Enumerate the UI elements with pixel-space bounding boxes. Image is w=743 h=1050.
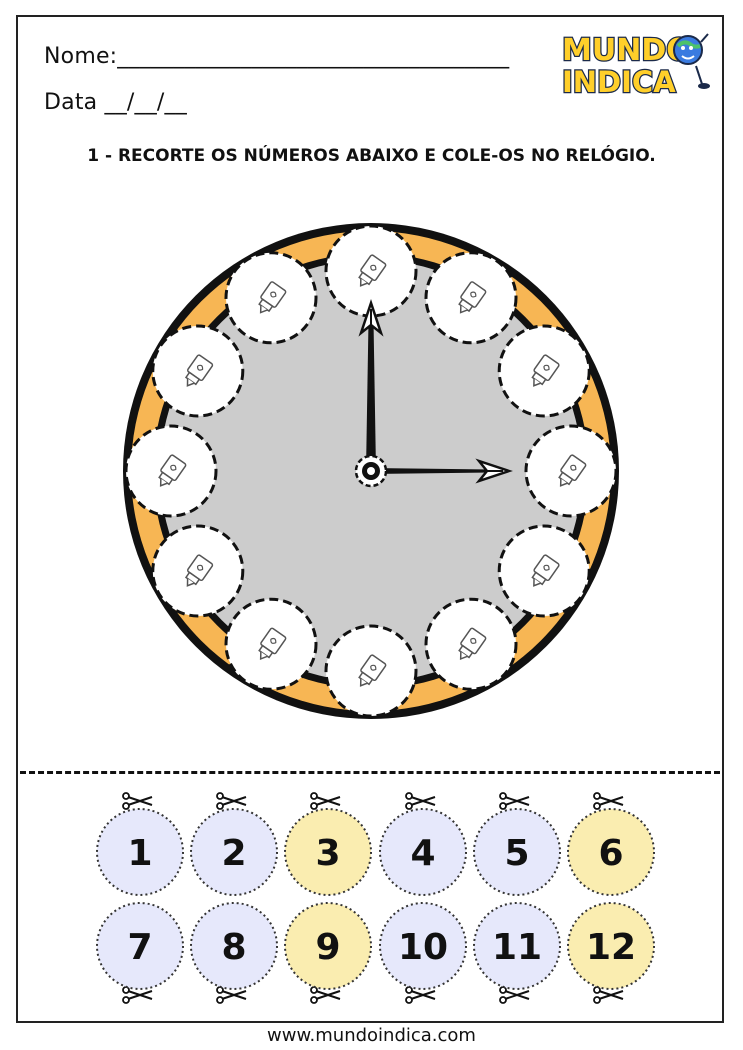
instruction-text: 1 - RECORTE OS NÚMEROS ABAIXO E COLE-OS … (87, 146, 656, 166)
clock-number-slot[interactable] (497, 524, 591, 618)
number-cutout-9[interactable]: 9 (284, 902, 372, 990)
scissors-icon (499, 986, 530, 1004)
glue-stick-icon (531, 554, 560, 587)
scissors-icon (122, 792, 153, 810)
clock-number-slot[interactable] (524, 424, 618, 518)
clock-number-slot[interactable] (151, 324, 245, 418)
number-cutout-label: 8 (221, 927, 246, 968)
number-cutout-label: 3 (315, 833, 340, 874)
cut-line (20, 771, 720, 774)
logo-line-2: INDICA (562, 65, 676, 98)
scissors-icon (310, 792, 341, 810)
clock-number-slot[interactable] (324, 624, 418, 718)
worksheet-border (16, 15, 724, 1023)
number-cutout-label: 7 (127, 927, 152, 968)
number-cutout-label: 11 (492, 927, 542, 968)
number-cutout-3[interactable]: 3 (284, 808, 372, 896)
name-field[interactable]: Nome:___________________________________ (44, 44, 510, 69)
hour-hand (371, 458, 513, 484)
clock-hands (354, 299, 513, 488)
clock-number-slot[interactable] (324, 224, 418, 318)
number-cutout-7[interactable]: 7 (96, 902, 184, 990)
number-cutout-8[interactable]: 8 (190, 902, 278, 990)
glue-stick-icon (358, 254, 387, 287)
globe-mascot-icon (673, 33, 710, 89)
number-cutout-label: 10 (398, 927, 448, 968)
number-cutout-4[interactable]: 4 (379, 808, 467, 896)
number-cutout-label: 6 (598, 833, 623, 874)
website-footer[interactable]: www.mundoindica.com (267, 1025, 476, 1046)
number-cutout-10[interactable]: 10 (379, 902, 467, 990)
number-cutout-label: 1 (127, 833, 152, 874)
glue-stick-icon (158, 454, 187, 487)
number-cutout-2[interactable]: 2 (190, 808, 278, 896)
number-cutout-label: 12 (586, 927, 636, 968)
minute-hand (358, 299, 384, 471)
glue-stick-icon (184, 354, 214, 387)
number-cutout-5[interactable]: 5 (473, 808, 561, 896)
number-cutout-label: 5 (504, 833, 529, 874)
number-cutout-label: 2 (221, 833, 246, 874)
clock-number-slot[interactable] (424, 251, 518, 345)
clock-number-slot[interactable] (124, 424, 218, 518)
number-cutout-11[interactable]: 11 (473, 902, 561, 990)
glue-stick-icon (258, 627, 287, 661)
number-cutout-6[interactable]: 6 (567, 808, 655, 896)
number-cutout-1[interactable]: 1 (96, 808, 184, 896)
scissors-icon (405, 792, 436, 810)
scissors-icon (216, 792, 247, 810)
scissors-icon (122, 986, 153, 1004)
clock-number-slot[interactable] (224, 251, 318, 345)
glue-stick-icon (558, 454, 587, 487)
clock-number-slot[interactable] (497, 324, 591, 418)
glue-stick-icon (531, 354, 560, 387)
scissors-icon (593, 986, 624, 1004)
scissors-icon (593, 792, 624, 810)
number-cutout-label: 9 (315, 927, 340, 968)
glue-stick-icon (184, 554, 214, 587)
number-cutout-12[interactable]: 12 (567, 902, 655, 990)
number-cutout-label: 4 (410, 833, 435, 874)
clock-number-slot[interactable] (224, 597, 318, 691)
glue-stick-icon (358, 654, 387, 687)
clock-number-slot[interactable] (424, 597, 518, 691)
logo-line-1: MUNDO (562, 33, 692, 68)
scissors-icon (310, 986, 341, 1004)
glue-stick-icon (458, 281, 487, 314)
clock (123, 223, 619, 719)
mundo-indica-logo: MUNDO INDICA (561, 32, 710, 98)
number-slots (124, 224, 618, 718)
scissors-icon (405, 986, 436, 1004)
scissors-icon (216, 986, 247, 1004)
glue-stick-icon (458, 627, 487, 661)
scissors-icon (499, 792, 530, 810)
clock-number-slot[interactable] (151, 524, 245, 618)
glue-stick-icon (258, 281, 287, 314)
date-field[interactable]: Data __/__/__ (44, 90, 187, 115)
